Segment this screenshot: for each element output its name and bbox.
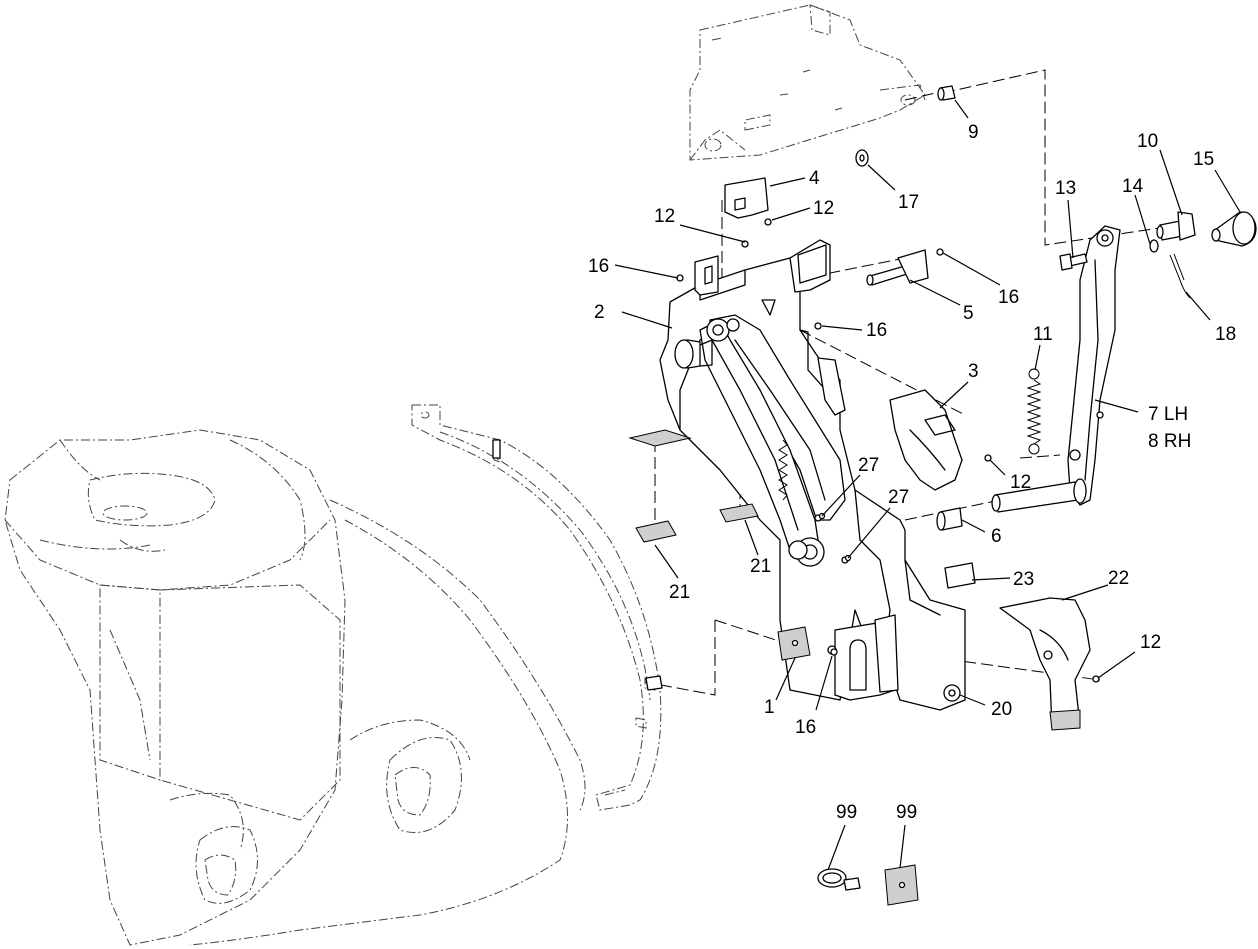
pad-part-1 bbox=[777, 626, 811, 661]
callout-12-upper-right: 12 bbox=[813, 198, 834, 219]
callout-2: 2 bbox=[594, 302, 605, 323]
callout-16-middle: 16 bbox=[866, 320, 887, 341]
callout-20: 20 bbox=[991, 699, 1012, 720]
callout-15: 15 bbox=[1193, 149, 1214, 170]
callout-10: 10 bbox=[1137, 131, 1158, 152]
axle-part-6 bbox=[936, 478, 1087, 531]
callout-21-right: 21 bbox=[750, 556, 771, 577]
cotter-pin-part-18 bbox=[1169, 253, 1191, 299]
callout-16-right: 16 bbox=[998, 287, 1019, 308]
callout-14: 14 bbox=[1122, 176, 1144, 197]
leader-lines bbox=[614, 99, 1241, 871]
callout-27-upper: 27 bbox=[858, 455, 879, 476]
callout-labels: 9 17 4 12 12 16 2 16 5 16 3 11 7 LH 8 RH… bbox=[588, 122, 1236, 823]
service-parts-99 bbox=[817, 864, 919, 906]
callout-1: 1 bbox=[764, 697, 775, 718]
callout-12-middle: 12 bbox=[1010, 472, 1031, 493]
callout-12-lower-right: 12 bbox=[1140, 632, 1161, 653]
callout-21-left: 21 bbox=[669, 582, 690, 603]
cover-part-22 bbox=[999, 597, 1091, 731]
callout-22: 22 bbox=[1108, 568, 1129, 589]
callout-16-left: 16 bbox=[588, 256, 609, 277]
pedal-bracket-frame bbox=[659, 239, 966, 711]
spring-part-11 bbox=[1026, 368, 1042, 455]
clevis-pin-part-10 bbox=[1156, 211, 1196, 241]
callout-99-clamp: 99 bbox=[836, 802, 857, 823]
callout-99-pad: 99 bbox=[896, 802, 917, 823]
callout-27-lower: 27 bbox=[888, 487, 909, 508]
callout-12-upper-left: 12 bbox=[654, 206, 675, 227]
pedal-pad-part-15 bbox=[1211, 211, 1257, 247]
callout-4: 4 bbox=[809, 168, 820, 189]
callout-9: 9 bbox=[968, 122, 979, 143]
small-fasteners bbox=[492, 218, 1100, 691]
callout-18: 18 bbox=[1215, 324, 1236, 345]
washer-part-14 bbox=[1149, 239, 1159, 253]
callout-11: 11 bbox=[1033, 324, 1053, 345]
pads-part-21 bbox=[628, 429, 759, 543]
callout-23: 23 bbox=[1013, 569, 1034, 590]
side-panel-phantom bbox=[411, 404, 662, 811]
pad-part-23 bbox=[944, 562, 976, 589]
nut-part-20 bbox=[943, 684, 961, 702]
callout-5: 5 bbox=[963, 303, 974, 324]
callout-6: 6 bbox=[991, 526, 1002, 547]
callout-3: 3 bbox=[968, 361, 979, 382]
mounting-plate-phantom bbox=[689, 4, 926, 161]
callout-13: 13 bbox=[1055, 178, 1076, 199]
callout-7-lh: 7 LH bbox=[1148, 404, 1188, 425]
bracket-left-16 bbox=[694, 255, 719, 296]
bolt-part-13 bbox=[1059, 253, 1088, 271]
pin-part-5 bbox=[866, 249, 929, 286]
pedal-arm-part-7-8 bbox=[1067, 225, 1121, 506]
bracket-part-4 bbox=[724, 177, 769, 219]
washer-part-17 bbox=[855, 149, 869, 167]
callout-17: 17 bbox=[898, 192, 919, 213]
cover-part-3 bbox=[889, 389, 963, 491]
callout-16-bottom: 16 bbox=[795, 717, 816, 738]
machine-body-phantom bbox=[4, 429, 586, 946]
bushing-part-9 bbox=[937, 85, 956, 101]
callout-8-rh: 8 RH bbox=[1148, 431, 1191, 452]
